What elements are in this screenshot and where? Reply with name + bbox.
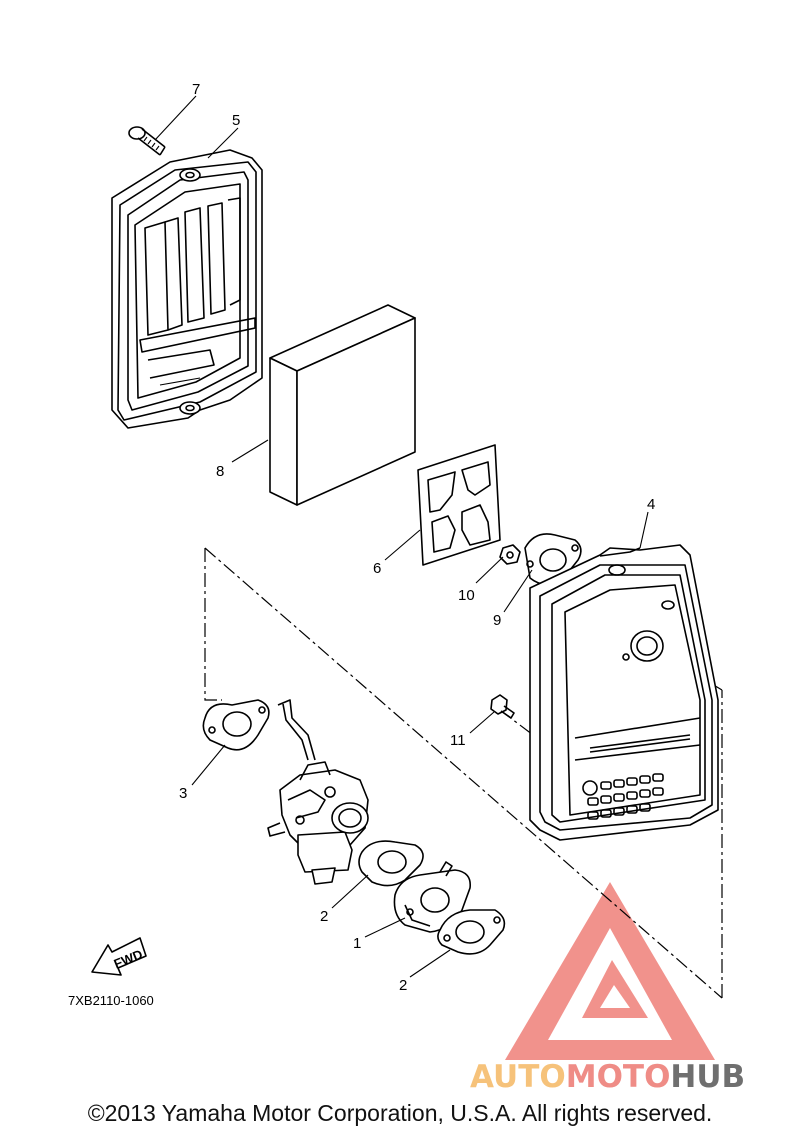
watermark-moto: MOTO <box>566 1059 671 1095</box>
diagram-code: 7XB2110-1060 <box>68 993 154 1008</box>
watermark-logo-icon <box>505 882 715 1060</box>
carburetor <box>267 699 369 885</box>
watermark-auto: AUTO <box>470 1059 566 1095</box>
gasket-2-lower <box>437 909 506 955</box>
callout-numbers: 7 5 8 6 4 10 9 11 3 2 1 2 <box>179 81 655 994</box>
gasket-2-upper <box>358 840 424 887</box>
fwd-arrow-icon: FWD <box>91 937 147 976</box>
callout-5: 5 <box>232 112 240 129</box>
callout-11: 11 <box>450 732 466 749</box>
callout-7: 8 <box>216 463 224 480</box>
air-cleaner-case <box>111 149 263 429</box>
watermark-hub: HUB <box>670 1059 745 1095</box>
callout-6: 6 <box>373 560 381 577</box>
svg-text:AUTOMOTOHUB: AUTOMOTOHUB <box>470 1059 745 1095</box>
callout-1: 1 <box>353 935 361 952</box>
nut-10 <box>499 544 521 565</box>
callout-2a: 2 <box>320 908 328 925</box>
callout-8: 7 <box>192 81 200 98</box>
gasket-3 <box>202 699 270 751</box>
air-cleaner-body <box>529 544 719 841</box>
callout-10: 10 <box>458 587 475 604</box>
bolt-11 <box>490 694 515 719</box>
callout-4: 4 <box>647 496 655 513</box>
callout-3: 3 <box>179 785 187 802</box>
copyright-notice: ©2013 Yamaha Motor Corporation, U.S.A. A… <box>87 1100 713 1126</box>
gasket-6 <box>417 444 501 566</box>
callout-2b: 2 <box>399 977 407 994</box>
callout-9: 9 <box>493 612 501 629</box>
watermark-text: AUTOMOTOHUB <box>470 1059 745 1095</box>
air-filter-element <box>269 304 416 506</box>
callout-leaders <box>154 95 649 978</box>
bolt-8 <box>128 126 166 156</box>
